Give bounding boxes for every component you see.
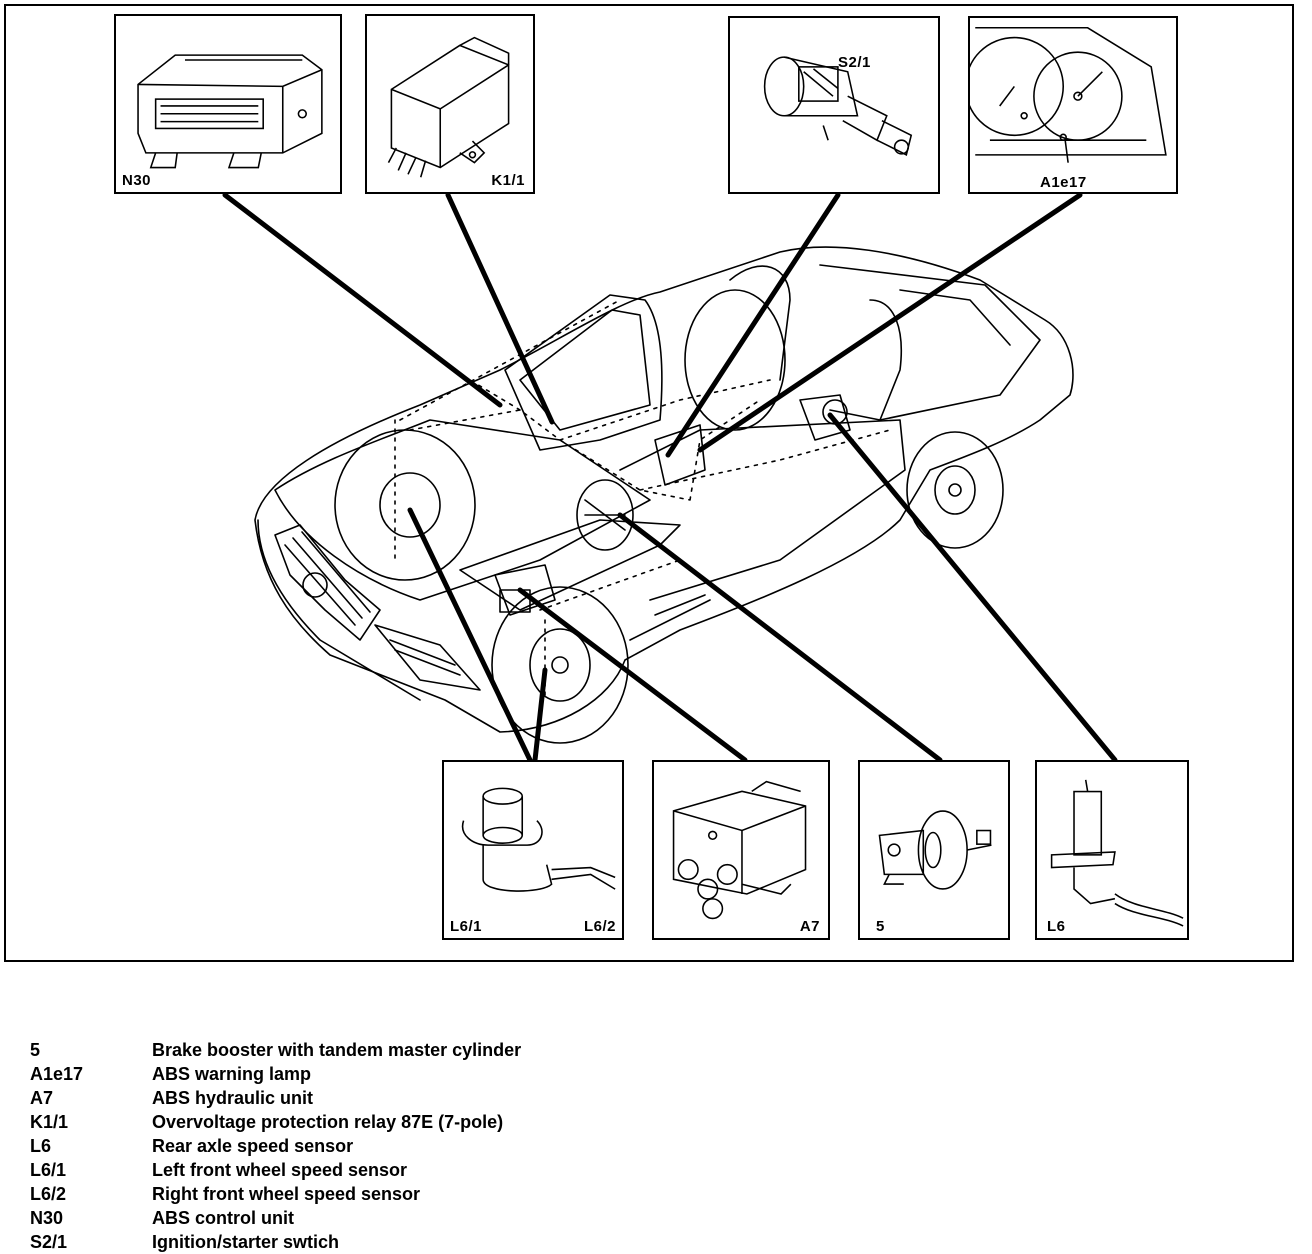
callout-l6-1-l6-2: L6/1 L6/2 [442,760,624,940]
car-body-outline [254,246,1074,733]
legend-desc: Left front wheel speed sensor [152,1159,408,1180]
rear-wheel [906,431,1004,549]
leader-l6-2 [532,667,548,763]
car-illustration [222,192,1118,763]
legend-code: A7 [30,1087,54,1108]
legend-row: N30 ABS control unit [30,1206,730,1230]
legend-code: N30 [30,1207,64,1228]
rear-axle-speed-sensor-icon [1050,779,1184,927]
instrument-cluster-icon [970,26,1167,163]
brake-booster-icon [878,810,992,890]
legend-code: K1/1 [30,1111,69,1132]
legend-code: S2/1 [30,1231,68,1252]
callout-a7: A7 [652,760,830,940]
front-wheel [491,586,629,744]
legend-row: K1/1 Overvoltage protection relay 87E (7-… [30,1110,730,1134]
engine-bay-frame [459,519,681,611]
hydraulic-unit-icon [672,780,807,920]
star-emblem [302,572,328,598]
leader-n30 [222,192,503,408]
callout-label-l6-1: L6/1 [450,918,483,935]
legend-row: S2/1 Ignition/starter swtich [30,1230,730,1254]
legend-desc: Overvoltage protection relay 87E (7-pole… [152,1111,504,1132]
hydraulic-unit-mark [494,564,556,616]
callout-label-a7: A7 [799,918,820,935]
legend-row: 5 Brake booster with tandem master cylind… [30,1038,730,1062]
ignition-switch-icon [763,56,913,156]
front-wheel-speed-sensor-icon [461,787,616,892]
leader-a7 [517,587,748,763]
rear-deck [819,264,1041,421]
legend-desc: Ignition/starter swtich [152,1231,340,1252]
legend-code: L6/2 [30,1183,67,1204]
callout-label-l6: L6 [1047,918,1066,935]
callout-l6: L6 [1035,760,1189,940]
leader-s2-1 [665,192,841,458]
relay-icon [387,36,510,178]
legend-row: L6/1 Left front wheel speed sensor [30,1158,730,1182]
legend-desc: Rear axle speed sensor [152,1135,354,1156]
wiring-harness [394,299,891,561]
callout-s2-1: S2/1 [728,16,940,194]
leader-a1e17 [697,192,1083,453]
legend-row: L6 Rear axle speed sensor [30,1134,730,1158]
right-front-brake-disc [576,479,634,551]
legend-row: L6/2 Right front wheel speed sensor [30,1182,730,1206]
leader-5 [617,512,943,763]
legend-code: L6/1 [30,1159,67,1180]
callout-a1e17: A1e17 [968,16,1178,194]
callout-label-a1e17: A1e17 [1040,174,1087,191]
legend-code: L6 [30,1135,52,1156]
callout-k1-1: K1/1 [365,14,535,194]
front-grille [274,524,381,641]
door-line [619,419,906,601]
callout-label-l6-2: L6/2 [583,918,616,935]
left-front-wheel-well [334,429,476,581]
legend-row: A7 ABS hydraulic unit [30,1086,730,1110]
callout-label-n30: N30 [122,172,152,189]
legend-row: A1e17 ABS warning lamp [30,1062,730,1086]
car-hood [274,419,651,601]
windshield [504,294,663,451]
headlight [374,624,481,691]
legend-desc: Brake booster with tandem master cylinde… [152,1039,522,1060]
abs-control-unit-icon [137,54,323,169]
leader-l6 [827,412,1118,763]
legend-desc: ABS warning lamp [152,1063,312,1084]
leader-k1-1 [445,192,555,425]
legend-desc: Right front wheel speed sensor [152,1183,421,1204]
diagram-frame [4,4,1294,962]
callout-label-5: 5 [876,918,885,935]
legend-code: A1e17 [30,1063,84,1084]
legend-desc: ABS control unit [152,1207,294,1228]
callout-label-s2-1: S2/1 [838,54,871,71]
callout-5: 5 [858,760,1010,940]
callout-n30: N30 [114,14,342,194]
seat-right [829,299,902,421]
legend-code: 5 [30,1039,41,1060]
legend-desc: ABS hydraulic unit [152,1087,314,1108]
seat-left [684,289,786,431]
callout-label-k1-1: K1/1 [491,172,525,189]
legend: 5 Brake booster with tandem master cylind… [30,1038,730,1254]
leader-l6-1 [407,507,533,763]
